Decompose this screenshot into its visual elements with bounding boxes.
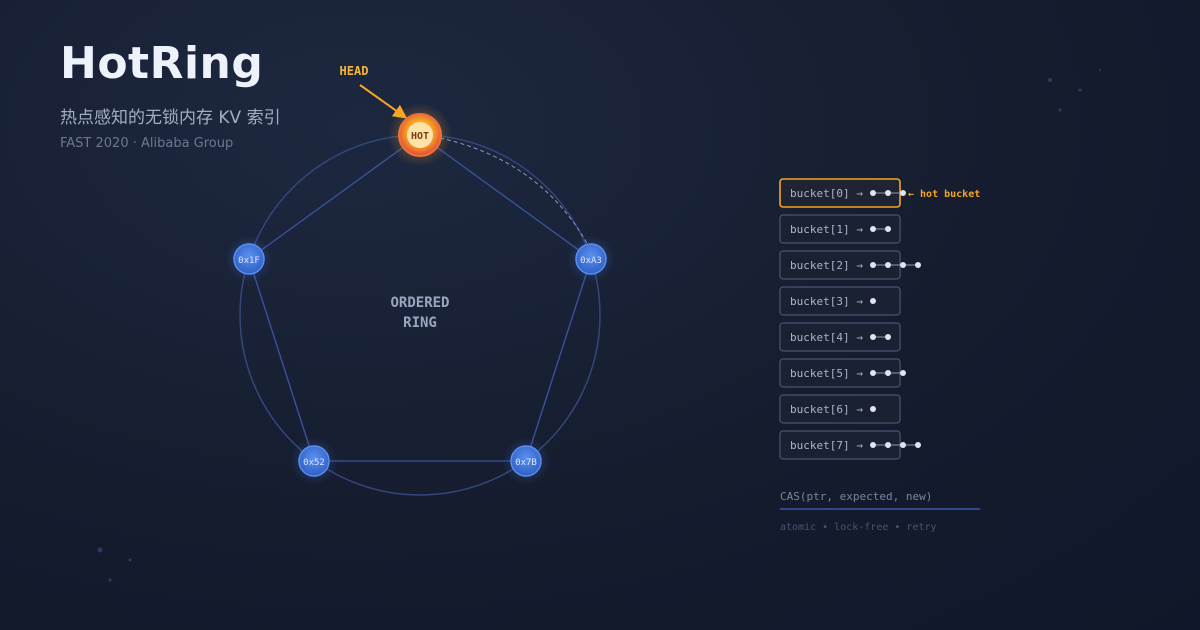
bucket-label: bucket[3] → xyxy=(790,295,863,308)
bucket-label: bucket[5] → xyxy=(790,367,863,380)
bucket-box xyxy=(779,322,901,352)
chain-item-dot xyxy=(870,190,876,196)
hash-bucket-list: bucket[0] → ← hot bucket bucket[1] → bucket… xyxy=(779,178,980,460)
bucket-box xyxy=(779,214,901,244)
hash-bucket[interactable]: bucket[4] → xyxy=(779,322,901,352)
chain-item-dot xyxy=(915,262,921,268)
hot-shortcut-arc xyxy=(439,137,589,246)
chain-item-dot xyxy=(870,262,876,268)
chain-item-dot xyxy=(885,442,891,448)
bucket-label: bucket[1] → xyxy=(790,223,863,236)
chain-item-dot xyxy=(885,226,891,232)
bucket-label: bucket[4] → xyxy=(790,331,863,344)
ring-edges xyxy=(248,134,592,462)
chain-item-dot xyxy=(885,262,891,268)
page-subtitle: 热点感知的无锁内存 KV 索引 xyxy=(60,108,281,128)
ambient-particles xyxy=(97,69,1101,582)
cas-caption: atomic • lock-free • retry xyxy=(780,522,937,533)
ring-center-label-line2: RING xyxy=(403,315,437,331)
chain-item-dot xyxy=(870,406,876,412)
ring-node-label: 0xA3 xyxy=(580,256,602,266)
chain-item-dot xyxy=(900,262,906,268)
hash-bucket[interactable]: bucket[2] → xyxy=(779,250,921,280)
ring-node[interactable]: 0xA3 xyxy=(567,235,615,283)
hot-node-label: HOT xyxy=(411,131,429,142)
chain-item-dot xyxy=(870,370,876,376)
ring-node-label: 0x7B xyxy=(515,458,537,468)
chain-item-dot xyxy=(900,190,906,196)
ring-node[interactable]: 0x1F xyxy=(225,235,273,283)
chain-item-dot xyxy=(885,370,891,376)
bucket-box xyxy=(779,394,901,424)
ring-node[interactable]: 0x52 xyxy=(290,437,338,485)
hot-node[interactable]: HOT xyxy=(388,103,452,167)
chain-item-dot xyxy=(885,190,891,196)
cas-signature: CAS(ptr, expected, new) xyxy=(780,490,932,503)
hash-bucket[interactable]: bucket[3] → xyxy=(779,286,901,316)
chain-item-dot xyxy=(900,370,906,376)
bucket-label: bucket[0] → xyxy=(790,187,863,200)
head-label: HEAD xyxy=(340,64,369,78)
chain-item-dot xyxy=(900,442,906,448)
chain-item-dot xyxy=(870,226,876,232)
hash-bucket[interactable]: bucket[7] → xyxy=(779,430,921,460)
head-arrow xyxy=(359,84,408,119)
ring-node-label: 0x52 xyxy=(303,458,325,468)
chain-item-dot xyxy=(870,442,876,448)
hash-bucket[interactable]: bucket[1] → xyxy=(779,214,901,244)
hash-bucket[interactable]: bucket[0] → ← hot bucket xyxy=(779,178,980,208)
bucket-label: bucket[6] → xyxy=(790,403,863,416)
publication-meta: FAST 2020 · Alibaba Group xyxy=(60,136,234,151)
page-title: HotRing xyxy=(60,38,264,89)
bucket-label: bucket[2] → xyxy=(790,259,863,272)
hot-bucket-label: ← hot bucket xyxy=(908,189,980,200)
hash-bucket[interactable]: bucket[5] → xyxy=(779,358,906,388)
bucket-box xyxy=(779,286,901,316)
ring-node-label: 0x1F xyxy=(238,256,260,266)
chain-item-dot xyxy=(885,334,891,340)
chain-item-dot xyxy=(870,334,876,340)
chain-item-dot xyxy=(915,442,921,448)
hash-bucket[interactable]: bucket[6] → xyxy=(779,394,901,424)
ring-node[interactable]: 0x7B xyxy=(502,437,550,485)
chain-item-dot xyxy=(870,298,876,304)
bucket-label: bucket[7] → xyxy=(790,439,863,452)
ring-center-label-line1: ORDERED xyxy=(390,295,449,311)
